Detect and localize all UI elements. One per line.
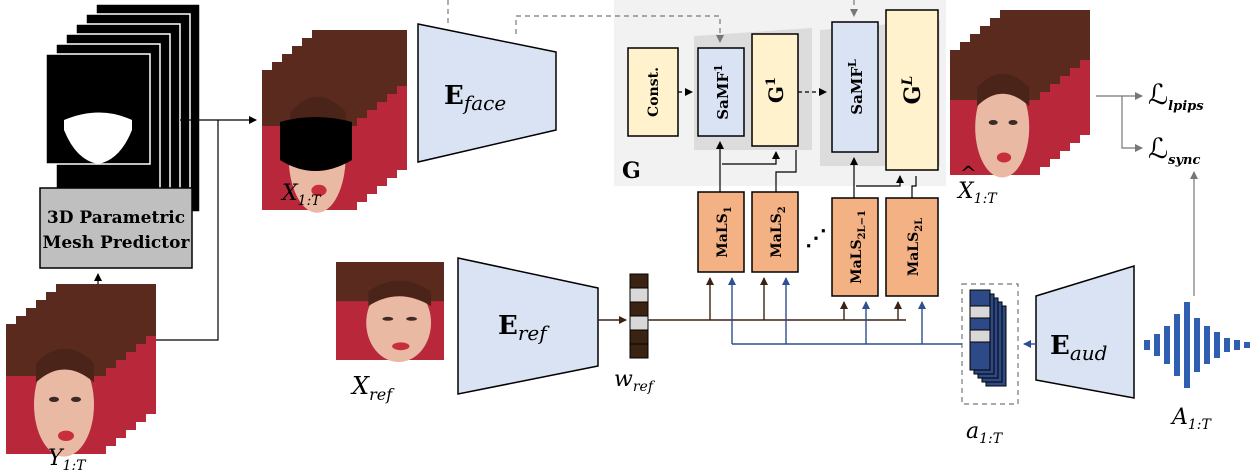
- mals2-block: [751, 191, 799, 273]
- a-latent-stack: [969, 289, 1007, 387]
- mals1-label: MaLS1: [715, 206, 734, 258]
- w-ref-vector: [629, 273, 649, 359]
- gL-block: [885, 9, 939, 171]
- x-ref-label: Xref: [350, 372, 395, 404]
- samf1-block: [697, 47, 745, 137]
- face-feature-to-samf1: [515, 15, 724, 43]
- face-encoder: [417, 23, 557, 163]
- mesh-predictor-line2: Mesh Predictor: [43, 233, 191, 253]
- ref-encoder: [457, 257, 599, 395]
- a-label: a1:T: [966, 419, 1004, 447]
- generator-label: G: [622, 158, 641, 184]
- face-encoder-label: Eface: [444, 81, 506, 115]
- const-label: Const.: [646, 67, 662, 117]
- mals2-to-g1: [775, 150, 797, 192]
- w-ref-label: wref: [614, 367, 656, 395]
- mals3-block: [831, 197, 879, 297]
- samf1-label: SaMF1: [712, 64, 732, 119]
- mals1-block: [697, 191, 745, 273]
- mals4-label: MaLS2L: [906, 218, 925, 277]
- audio-waveform: [1144, 302, 1250, 388]
- audio-encoder-label: Eaud: [1050, 331, 1107, 365]
- mals4-to-gL: [911, 176, 917, 198]
- g1-block: [751, 33, 799, 147]
- A-label: A1:T: [1170, 405, 1213, 433]
- x-ref-image: [336, 262, 444, 362]
- x-hat-output-stack: [950, 10, 1090, 178]
- mesh-predictor-line1: 3D Parametric: [47, 208, 185, 228]
- x-hat-label: X1:T: [956, 179, 998, 207]
- mals3-to-gL: [856, 175, 904, 187]
- mals3-label: MaLS2L−1: [849, 210, 868, 284]
- mesh-predictor-box: [39, 187, 193, 269]
- samfL-block: [831, 21, 879, 153]
- ref-encoder-label: Eref: [498, 311, 550, 345]
- x-masked-stack: [262, 30, 407, 213]
- g1-label: G1: [764, 77, 788, 103]
- output-to-sync: [1121, 96, 1143, 152]
- audio-encoder: [1035, 264, 1135, 399]
- x-label: X1:T: [280, 181, 322, 209]
- mals4-block: [885, 197, 939, 297]
- mals-ellipsis: ⋰: [805, 225, 827, 251]
- y-label: Y1:T: [48, 446, 87, 474]
- mals2-label: MaLS2: [769, 206, 788, 258]
- y-input-stack: [6, 284, 156, 457]
- samfL-label: SaMFL: [846, 59, 866, 115]
- loss-sync: ℒsync: [1148, 132, 1200, 168]
- y-to-x-wire: [156, 120, 219, 341]
- gL-label: GL: [900, 76, 926, 105]
- x-hat-accent: ^: [960, 161, 977, 185]
- loss-lpips: ℒlpips: [1148, 78, 1204, 114]
- mals1-to-g1: [722, 151, 780, 165]
